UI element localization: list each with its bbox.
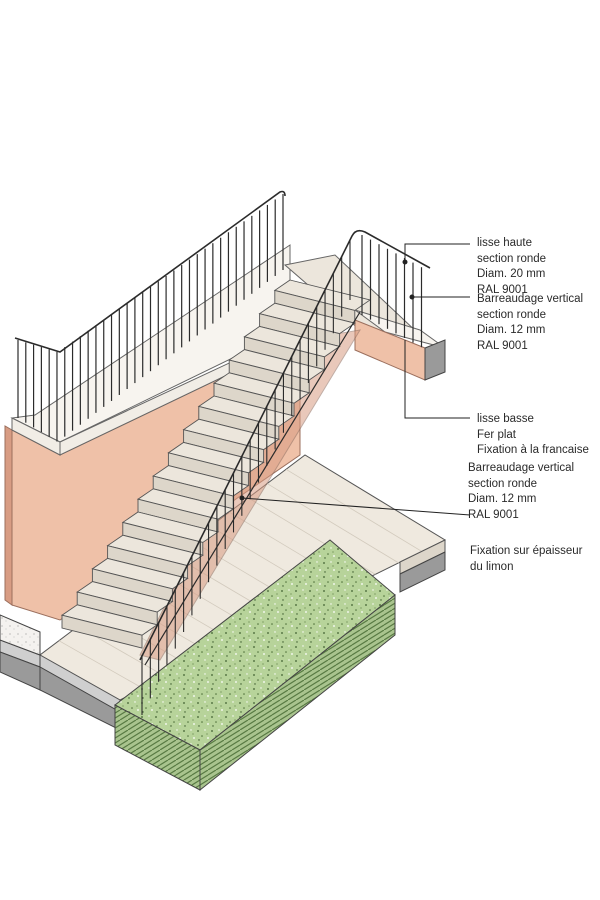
leader-barreaudage-bas — [241, 497, 471, 516]
stair-steps — [60, 279, 372, 649]
annotation-line: RAL 9001 — [477, 339, 528, 352]
leader-dot-barreaudage-bas — [239, 495, 245, 501]
deck-board-line — [58, 640, 144, 689]
annotation-barreaudage-haut: Barreaudage vertical section ronde Diam.… — [477, 292, 583, 354]
annotation-lisse-haute: lisse haute section ronde Diam. 20 mm RA… — [477, 236, 546, 298]
deck-board-line — [285, 468, 422, 552]
deck-board-line — [266, 483, 399, 564]
stair-riser — [61, 614, 143, 649]
annotation-line: lisse haute — [477, 237, 532, 249]
gravel-strip — [0, 614, 41, 656]
wall-left-end — [4, 425, 13, 606]
annotation-fixation: Fixation sur épaisseur du limon — [470, 544, 583, 575]
leader-dot-barreaudage-haut — [409, 294, 415, 300]
annotation-barreaudage-bas: Barreaudage vertical section ronde Diam.… — [468, 461, 574, 523]
annotation-line: RAL 9001 — [468, 508, 519, 521]
curb-group — [0, 551, 446, 731]
annotation-line: Fer plat — [477, 428, 516, 441]
annotation-line: Diam. 12 mm — [477, 324, 546, 336]
leader-lisse-basse — [404, 340, 470, 419]
annotation-line: Fixation sur épaisseur — [470, 545, 583, 557]
wall-handrail — [14, 190, 286, 353]
annotation-line: du limon — [470, 560, 514, 573]
annotation-line: section ronde — [468, 477, 538, 490]
annotation-line: lisse basse — [477, 413, 534, 425]
annotation-line: section ronde — [477, 308, 547, 321]
annotation-lisse-basse: lisse basse Fer plat Fixation à la franc… — [477, 412, 589, 459]
leader-lines — [239, 243, 471, 516]
stair-handrail — [139, 229, 431, 661]
annotation-line: Diam. 20 mm — [477, 268, 546, 280]
annotation-line: RAL 9001 — [477, 283, 528, 296]
leader-dot-lisse-haute — [402, 259, 408, 265]
landing-wall-base — [424, 339, 446, 381]
annotation-line: Barreaudage vertical — [477, 293, 584, 305]
planter-right-face — [199, 593, 396, 792]
stair-railing — [139, 229, 431, 715]
wall-railing — [14, 190, 286, 442]
annotation-line: section ronde — [477, 252, 547, 265]
curb-right-face — [399, 551, 446, 593]
annotation-line: Barreaudage vertical — [468, 462, 575, 474]
planter-group — [114, 539, 396, 792]
leader-lisse-haute — [404, 243, 470, 262]
stair-bottom-rail — [144, 311, 361, 666]
annotation-line: Diam. 12 mm — [468, 493, 537, 505]
annotation-line: Fixation à la francaise — [477, 444, 589, 456]
